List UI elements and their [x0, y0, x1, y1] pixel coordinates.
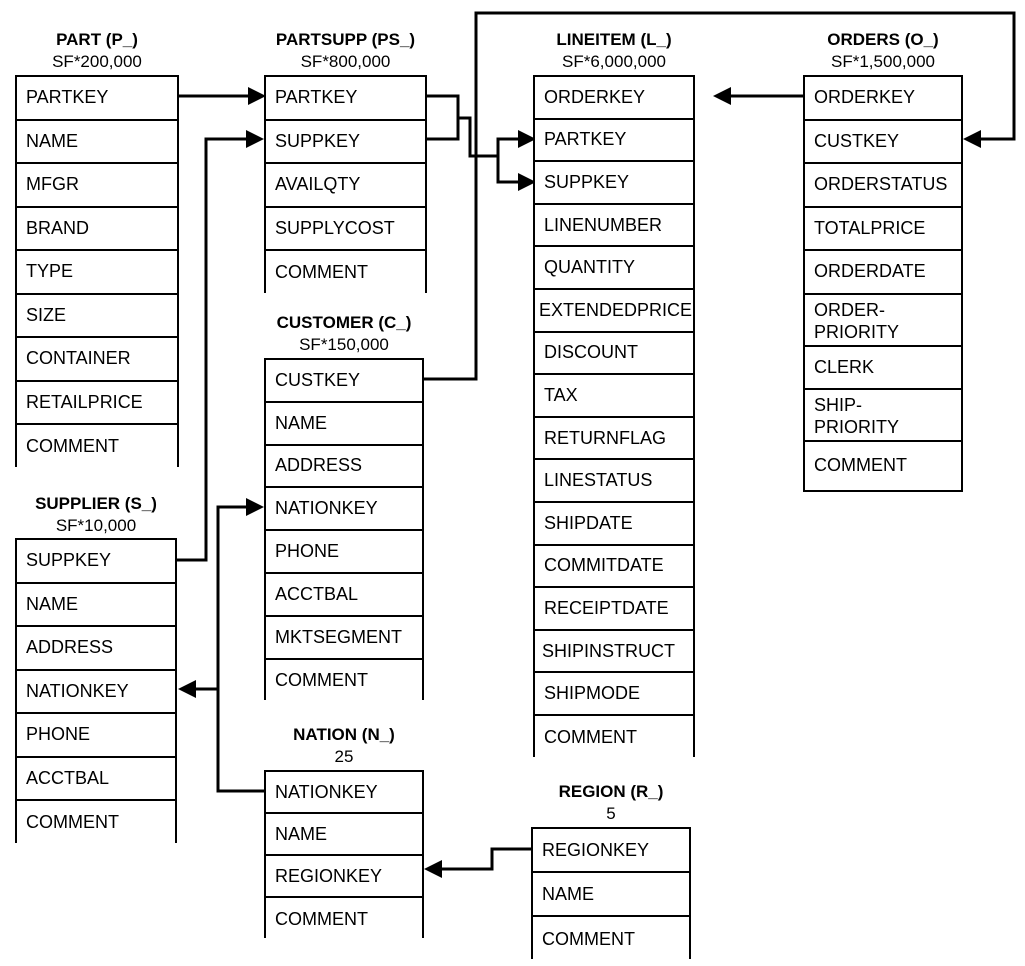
field-orders-orderstatus: ORDERSTATUS: [805, 164, 961, 208]
field-lineitem-returnflag: RETURNFLAG: [535, 417, 693, 461]
field-lineitem-linenumber: LINENUMBER: [535, 204, 693, 248]
link-part-to-partsupp: [179, 87, 266, 105]
field-customer-comment: COMMENT: [266, 659, 422, 703]
entity-region-title: REGION (R_): [558, 782, 664, 801]
field-customer-nationkey: NATIONKEY: [266, 488, 422, 532]
field-lineitem-shipinstruct: SHIPINSTRUCT: [535, 630, 693, 674]
field-orders-comment: COMMENT: [805, 442, 961, 489]
field-lineitem-shipmode: SHIPMODE: [535, 673, 693, 716]
entity-partsupp-title: PARTSUPP (PS_): [275, 30, 416, 49]
field-supplier-address: ADDRESS: [17, 627, 175, 671]
field-nation-comment: COMMENT: [266, 898, 422, 940]
field-lineitem-commitdate: COMMITDATE: [535, 545, 693, 589]
entity-supplier-title: SUPPLIER (S_): [35, 494, 157, 513]
field-orders-clerk: CLERK: [805, 346, 961, 390]
field-supplier-acctbal: ACCTBAL: [17, 757, 175, 801]
field-part-container: CONTAINER: [17, 338, 177, 382]
field-supplier-suppkey: SUPPKEY: [17, 540, 175, 584]
field-partsupp-comment: COMMENT: [266, 251, 425, 295]
field-customer-mktsegment: MKTSEGMENT: [266, 616, 422, 660]
entity-customer-box: CUSTKEY NAME ADDRESS NATIONKEY PHONE ACC…: [264, 358, 424, 703]
field-supplier-comment: COMMENT: [17, 801, 175, 845]
field-nation-nationkey: NATIONKEY: [266, 772, 422, 814]
field-part-retailprice: RETAILPRICE: [17, 381, 177, 425]
field-lineitem-shipdate: SHIPDATE: [535, 503, 693, 546]
entity-lineitem-title: LINEITEM (L_): [556, 30, 672, 49]
field-customer-acctbal: ACCTBAL: [266, 574, 422, 617]
field-lineitem-extendedprice: EXTENDEDPRICE: [535, 290, 693, 333]
field-customer-phone: PHONE: [266, 531, 422, 574]
link-nation-to-customer-supplier: [178, 498, 264, 793]
entity-partsupp-cardinality: SF*800,000: [300, 52, 391, 71]
entity-region-box: REGIONKEY NAME COMMENT: [531, 827, 691, 961]
entity-customer-title: CUSTOMER (C_): [276, 313, 412, 332]
field-lineitem-suppkey: SUPPKEY: [535, 162, 693, 205]
field-lineitem-receiptdate: RECEIPTDATE: [535, 588, 693, 631]
entity-lineitem-cardinality: SF*6,000,000: [562, 52, 666, 71]
link-region-to-nation: [424, 847, 531, 878]
field-region-regionkey: REGIONKEY: [533, 829, 689, 873]
field-lineitem-comment: COMMENT: [535, 716, 693, 759]
field-region-name: NAME: [533, 873, 689, 917]
field-orders-custkey: CUSTKEY: [805, 120, 961, 164]
link-orders-to-lineitem: [713, 87, 803, 105]
entity-orders-box: ORDERKEY CUSTKEY ORDERSTATUS TOTALPRICE …: [803, 75, 963, 492]
field-part-name: NAME: [17, 120, 177, 164]
entity-nation-title: NATION (N_): [293, 725, 395, 744]
entity-partsupp-box: PARTKEY SUPPKEY AVAILQTY SUPPLYCOST COMM…: [264, 75, 427, 295]
field-partsupp-supplycost: SUPPLYCOST: [266, 207, 425, 251]
field-supplier-phone: PHONE: [17, 714, 175, 758]
field-nation-name: NAME: [266, 814, 422, 856]
entity-part-title: PART (P_): [56, 30, 138, 49]
entity-supplier-cardinality: SF*10,000: [55, 516, 137, 535]
field-part-brand: BRAND: [17, 207, 177, 251]
field-lineitem-linestatus: LINESTATUS: [535, 460, 693, 503]
entity-orders-title: ORDERS (O_): [827, 30, 939, 49]
entity-part-box: PARTKEY NAME MFGR BRAND TYPE SIZE CONTAI…: [15, 75, 179, 469]
field-orders-orderpriority: ORDER-PRIORITY: [805, 294, 961, 347]
field-orders-orderkey: ORDERKEY: [805, 77, 961, 121]
field-customer-address: ADDRESS: [266, 445, 422, 489]
field-region-comment: COMMENT: [533, 917, 689, 961]
field-nation-regionkey: REGIONKEY: [266, 856, 422, 898]
field-supplier-name: NAME: [17, 583, 175, 627]
field-lineitem-quantity: QUANTITY: [535, 247, 693, 290]
link-supplier-to-partsupp: [177, 130, 264, 562]
field-partsupp-partkey: PARTKEY: [266, 77, 425, 121]
entity-nation-cardinality: 25: [334, 747, 354, 766]
field-customer-name: NAME: [266, 402, 422, 446]
entity-supplier-box: SUPPKEY NAME ADDRESS NATIONKEY PHONE ACC…: [15, 538, 177, 845]
entity-customer-cardinality: SF*150,000: [299, 335, 389, 354]
field-orders-shippriority: SHIP-PRIORITY: [805, 390, 961, 442]
entity-part-cardinality: SF*200,000: [52, 52, 142, 71]
field-supplier-nationkey: NATIONKEY: [17, 670, 175, 714]
field-lineitem-orderkey: ORDERKEY: [535, 77, 693, 120]
field-part-comment: COMMENT: [17, 425, 177, 469]
field-lineitem-partkey: PARTKEY: [535, 119, 693, 163]
entity-region-cardinality: 5: [606, 804, 616, 823]
field-lineitem-tax: TAX: [535, 375, 693, 418]
field-part-mfgr: MFGR: [17, 164, 177, 208]
field-customer-custkey: CUSTKEY: [266, 360, 422, 403]
field-orders-orderdate: ORDERDATE: [805, 251, 961, 295]
entity-orders-cardinality: SF*1,500,000: [831, 52, 935, 71]
field-lineitem-discount: DISCOUNT: [535, 332, 693, 376]
entity-nation-box: NATIONKEY NAME REGIONKEY COMMENT: [264, 770, 424, 940]
field-part-type: TYPE: [17, 251, 177, 295]
field-partsupp-suppkey: SUPPKEY: [266, 120, 425, 164]
entity-lineitem-box: ORDERKEY PARTKEY SUPPKEY LINENUMBER QUAN…: [533, 75, 695, 759]
field-partsupp-availqty: AVAILQTY: [266, 164, 425, 208]
field-part-size: SIZE: [17, 294, 177, 338]
field-orders-totalprice: TOTALPRICE: [805, 207, 961, 251]
field-part-partkey: PARTKEY: [17, 77, 177, 121]
link-partsupp-to-lineitem: [427, 94, 536, 191]
